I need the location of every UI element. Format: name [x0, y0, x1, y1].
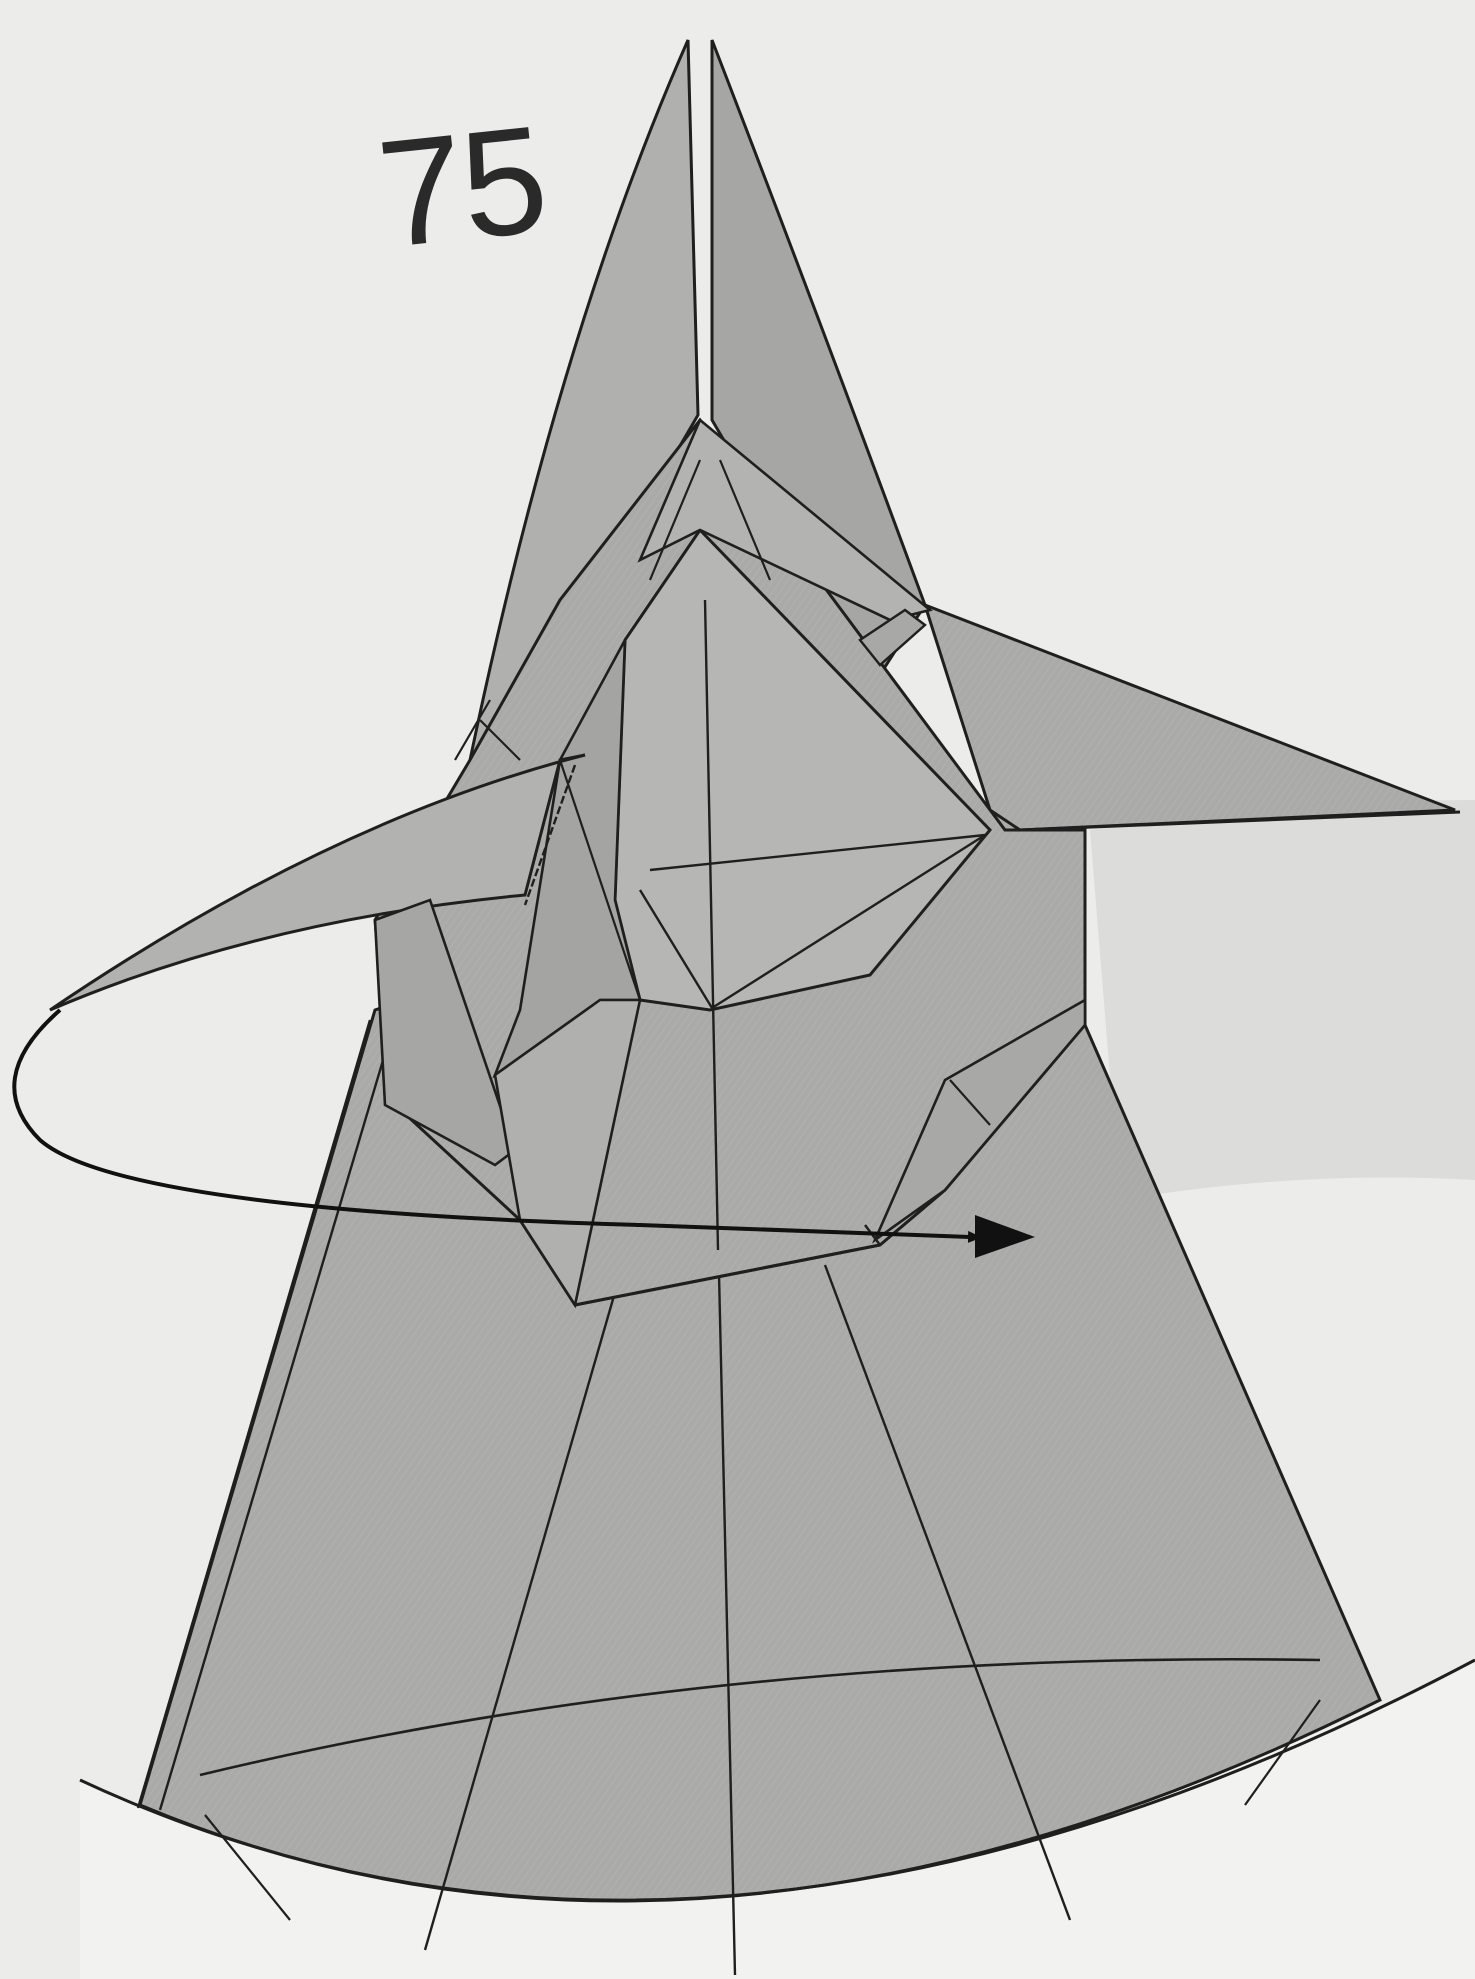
- right-flap: [925, 605, 1455, 830]
- background-shadow-right: [1090, 800, 1475, 1200]
